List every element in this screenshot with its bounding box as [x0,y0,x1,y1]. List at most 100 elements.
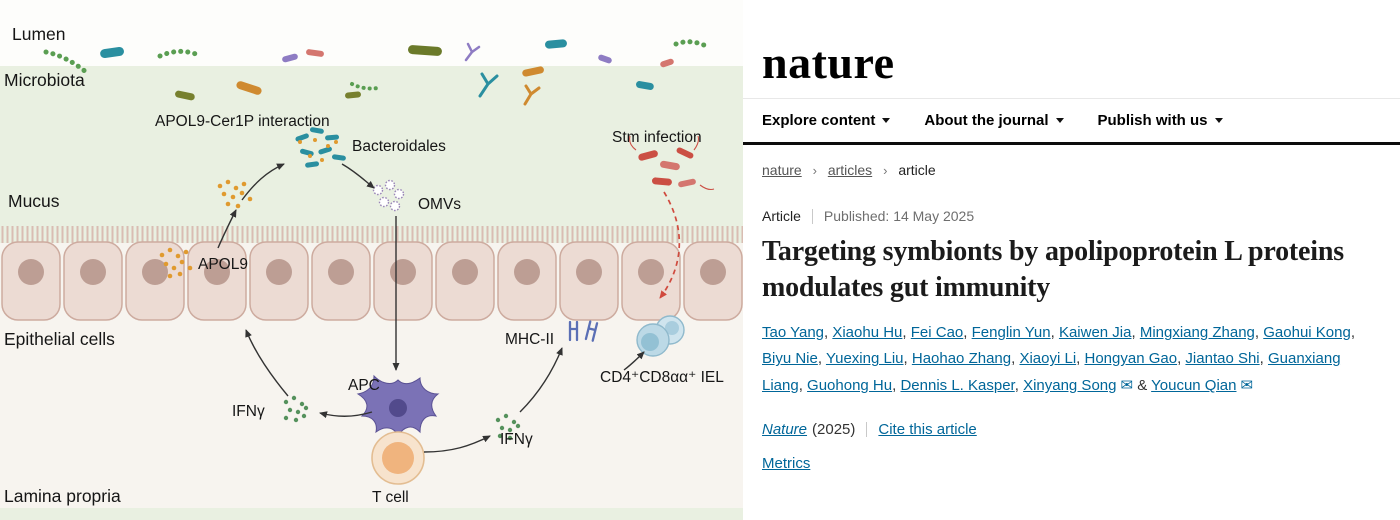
site-nav: Explore content About the journal Publis… [743,99,1400,142]
author-link[interactable]: Fenglin Yun [971,323,1051,341]
published-date: 14 May 2025 [893,208,975,224]
stm-infection-arrow [659,191,681,299]
author-separator: , [1014,377,1024,395]
breadcrumb-nature[interactable]: nature [762,162,802,178]
label-mhc2: MHC-II [505,331,554,348]
author-separator: , [902,323,911,341]
article-meta: Article Published: 14 May 2025 [762,208,1380,224]
figure-panel: Lumen Microbiota APOL9-Cer1P interaction… [0,24,743,520]
author-link[interactable]: Dennis L. Kasper [900,377,1015,395]
stm-bacteria [629,135,715,191]
label-apol9-cer1p: APOL9-Cer1P interaction [155,113,330,130]
author-separator: , [1259,350,1268,368]
author-link[interactable]: Fei Cao [910,323,964,341]
author-link[interactable]: Yuexing Liu [825,350,904,368]
email-icon[interactable]: ✉ [1240,377,1254,395]
citation-row: Nature (2025) Cite this article [762,421,1380,438]
background-zones [0,66,743,520]
breadcrumb-articles[interactable]: articles [827,162,873,178]
author-link[interactable]: Tao Yang [762,323,824,341]
metrics-link[interactable]: Metrics [762,454,811,472]
author-link[interactable]: Haohao Zhang [911,350,1012,368]
author-separator: , [798,377,808,395]
article-panel: nature Explore content About the journal… [743,0,1400,520]
t-cell [371,431,425,485]
author-separator: , [1076,350,1085,368]
label-mucus: Mucus [8,191,60,211]
gut-immunity-figure: Lumen Microbiota APOL9-Cer1P interaction… [0,24,743,520]
author-separator: , [1050,323,1059,341]
author-link[interactable]: Xiaoyi Li [1019,350,1077,368]
cite-this-article-link[interactable]: Cite this article [878,420,977,438]
author-link[interactable]: Gaohui Kong [1263,323,1351,341]
label-bacteroidales: Bacteroidales [352,138,446,155]
ifng-cluster-left [283,395,309,423]
breadcrumb-separator-icon: › [812,163,817,178]
author-separator: , [892,377,901,395]
author-link[interactable]: Xiaohu Hu [832,323,903,341]
apol9-dot-cluster-upper [217,179,253,209]
mhc2-molecules [568,320,599,342]
author-separator: , [824,323,833,341]
author-separator: , [903,350,912,368]
label-epithelial-cells: Epithelial cells [4,329,115,349]
microbiota-bacteria [43,39,713,106]
metrics-row: Metrics [762,455,1380,472]
nav-label: Publish with us [1097,112,1208,129]
author-link[interactable]: Youcun Qian [1151,377,1237,395]
label-iel: CD4⁺CD8αα⁺ IEL [600,369,724,386]
label-ifng-left: IFNγ [232,403,265,420]
chevron-down-icon [1055,118,1064,123]
nature-logo[interactable]: nature [762,37,895,88]
label-stm-infection: Stm infection [612,129,702,146]
breadcrumb-separator-icon: › [883,163,888,178]
email-icon[interactable]: ✉ [1120,377,1134,395]
ifng-cluster-right [495,413,521,441]
author-link[interactable]: Guanxiang Liang [762,350,1341,395]
author-link[interactable]: Jiantao Shi [1185,350,1260,368]
author-link[interactable]: Guohong Hu [807,377,893,395]
iel-cells [636,315,685,357]
published-label: Published: [823,208,890,224]
author-conjunction: & [1133,377,1152,395]
label-microbiota: Microbiota [4,70,85,90]
label-apol9: APOL9 [198,256,248,273]
flow-arrows [217,163,645,453]
divider-light [743,98,1400,99]
author-separator: , [963,323,972,341]
nav-about-the-journal[interactable]: About the journal [924,112,1064,129]
article-content: nature › articles › article Article Publ… [743,162,1400,472]
article-type: Article [762,208,801,224]
label-lamina-propria: Lamina propria [4,486,121,506]
author-link[interactable]: Mingxiang Zhang [1139,323,1255,341]
cite-divider [866,421,868,437]
author-separator: , [1131,323,1140,341]
apol9-dot-cluster-lower [159,247,193,279]
author-link[interactable]: Kaiwen Jia [1058,323,1132,341]
label-apc: APC [348,377,380,394]
author-separator: , [1011,350,1020,368]
breadcrumb: nature › articles › article [762,162,1380,178]
apc-cell [356,374,440,438]
chevron-down-icon [882,118,891,123]
author-link[interactable]: Hongyan Gao [1084,350,1178,368]
nav-publish-with-us[interactable]: Publish with us [1098,112,1223,129]
chevron-down-icon [1214,118,1223,123]
nav-explore-content[interactable]: Explore content [762,112,891,129]
label-ifng-right: IFNγ [500,431,533,448]
journal-year: (2025) [812,420,856,438]
meta-divider [811,208,813,224]
article-title: Targeting symbionts by apolipoprotein L … [762,236,1344,304]
nav-label: Explore content [762,112,876,129]
author-list: Tao Yang, Xiaohu Hu, Fei Cao, Fenglin Yu… [762,320,1380,400]
label-lumen: Lumen [12,24,66,44]
author-separator: , [1177,350,1186,368]
author-separator: , [1350,323,1355,341]
author-link[interactable]: Xinyang Song [1023,377,1117,395]
author-link[interactable]: Biyu Nie [762,350,818,368]
breadcrumb-current: article [898,162,936,178]
author-separator: , [1254,323,1264,341]
journal-link[interactable]: Nature [762,420,808,438]
bacteroidales-cluster [295,127,346,168]
